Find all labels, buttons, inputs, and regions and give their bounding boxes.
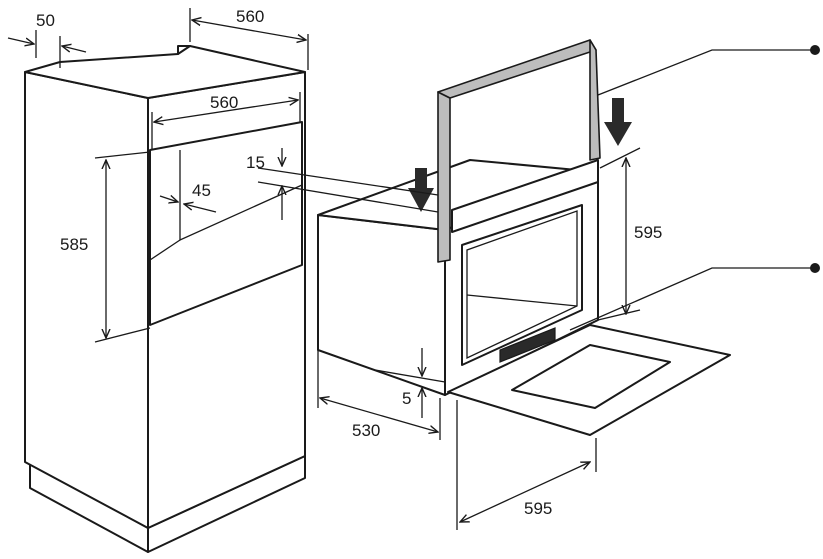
label-niche-width: 560 bbox=[210, 93, 238, 112]
label-niche-side-offset: 45 bbox=[192, 181, 211, 200]
callout-top bbox=[597, 45, 820, 96]
dim-oven-height: 595 bbox=[597, 147, 662, 321]
callout-dot bbox=[810, 45, 820, 55]
label-niche-height: 585 bbox=[60, 235, 88, 254]
dim-oven-depth: 530 bbox=[317, 350, 441, 440]
dim-oven-width: 595 bbox=[456, 400, 597, 530]
callout-bottom bbox=[569, 263, 820, 331]
dim-niche-width: 560 bbox=[151, 92, 301, 150]
mounting-frame bbox=[437, 39, 601, 263]
label-oven-width: 595 bbox=[524, 499, 552, 518]
label-frame-gap: 15 bbox=[246, 153, 265, 172]
dim-niche-side-offset: 45 bbox=[159, 181, 217, 213]
label-oven-height: 595 bbox=[634, 223, 662, 242]
dim-cabinet-top-depth: 50 bbox=[7, 11, 87, 68]
label-bottom-gap: 5 bbox=[402, 389, 411, 408]
dim-frame-gap: 15 bbox=[246, 148, 439, 220]
label-cabinet-top-depth: 50 bbox=[36, 11, 55, 30]
oven bbox=[317, 159, 731, 436]
dim-niche-height: 585 bbox=[60, 151, 151, 343]
label-cabinet-top-width: 560 bbox=[236, 7, 264, 26]
arrow-down-icon bbox=[408, 168, 434, 212]
arrow-down-icon bbox=[604, 98, 632, 146]
control-panel bbox=[499, 327, 556, 363]
dim-cabinet-top-width: 560 bbox=[189, 7, 309, 70]
cabinet bbox=[24, 45, 306, 553]
callout-dot bbox=[810, 263, 820, 273]
label-oven-depth: 530 bbox=[352, 421, 380, 440]
